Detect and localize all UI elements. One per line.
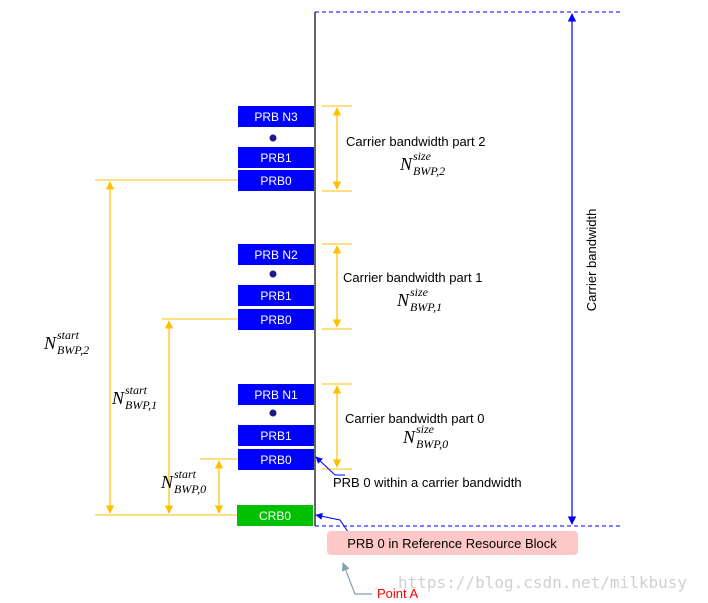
ellipsis-dot <box>269 134 277 142</box>
bwp2-title: Carrier bandwidth part 2 <box>346 134 485 149</box>
prb0-block <box>238 309 314 330</box>
math-sub: BWP,2 <box>413 164 445 178</box>
prb0-block <box>238 449 314 470</box>
bwp1-start-symbol: N start BWP,1 <box>111 383 157 412</box>
bwp0-size-symbol: N size BWP,0 <box>402 422 448 451</box>
ref-block-label-box <box>327 531 578 555</box>
math-sub: BWP,1 <box>410 300 442 314</box>
prb1-label: PRB1 <box>260 151 292 165</box>
math-sub: BWP,0 <box>174 482 206 496</box>
math-sub: BWP,2 <box>57 343 89 357</box>
bwp0-start-symbol: N start BWP,0 <box>160 467 206 496</box>
prb1-block <box>238 425 314 446</box>
bwp1-title: Carrier bandwidth part 1 <box>343 270 482 285</box>
prb0-callout-arrow <box>315 456 345 476</box>
watermark-text: https://blog.csdn.net/milkbusy <box>398 573 687 592</box>
math-n: N <box>399 154 413 174</box>
math-sup: start <box>174 467 197 481</box>
math-n: N <box>396 290 410 310</box>
prb1-block <box>238 285 314 306</box>
math-sup: size <box>410 285 429 299</box>
prb-n2-block <box>238 244 314 265</box>
prb1-label: PRB1 <box>260 289 292 303</box>
ellipsis-dot <box>269 270 277 278</box>
point-a-arrow <box>341 562 372 595</box>
prb0-block <box>238 170 314 191</box>
crb0-label: CRB0 <box>259 509 291 523</box>
math-sub: BWP,0 <box>416 437 448 451</box>
crb0-block <box>237 505 313 526</box>
bwp1-size-symbol: N size BWP,1 <box>396 285 442 314</box>
math-sup: start <box>125 383 148 397</box>
math-sup: size <box>413 149 432 163</box>
prb1-block <box>238 147 314 168</box>
math-n: N <box>111 388 125 408</box>
prb0-label: PRB0 <box>260 313 292 327</box>
point-a-label: Point A <box>377 586 419 601</box>
math-n: N <box>160 472 174 492</box>
math-sup: start <box>57 328 80 342</box>
prb-n1-label: PRB N1 <box>254 388 298 402</box>
ref-block-callout-arrow <box>315 512 349 533</box>
ellipsis-dot <box>269 409 277 417</box>
prb0-label: PRB0 <box>260 174 292 188</box>
math-sub: BWP,1 <box>125 398 157 412</box>
bwp2-size-symbol: N size BWP,2 <box>399 149 445 178</box>
math-n: N <box>402 427 416 447</box>
prb0-within-label: PRB 0 within a carrier bandwidth <box>333 475 522 490</box>
bwp0-title: Carrier bandwidth part 0 <box>345 411 484 426</box>
bwp2-start-symbol: N start BWP,2 <box>43 328 89 357</box>
prb-n1-block <box>238 384 314 405</box>
prb-n3-block <box>238 106 314 127</box>
carrier-bandwidth-label: Carrier bandwidth <box>584 209 599 312</box>
math-sup: size <box>416 422 435 436</box>
ref-block-label: PRB 0 in Reference Resource Block <box>347 536 557 551</box>
prb0-label: PRB0 <box>260 453 292 467</box>
prb-n3-label: PRB N3 <box>254 110 298 124</box>
prb1-label: PRB1 <box>260 429 292 443</box>
prb-n2-label: PRB N2 <box>254 248 298 262</box>
math-n: N <box>43 333 57 353</box>
